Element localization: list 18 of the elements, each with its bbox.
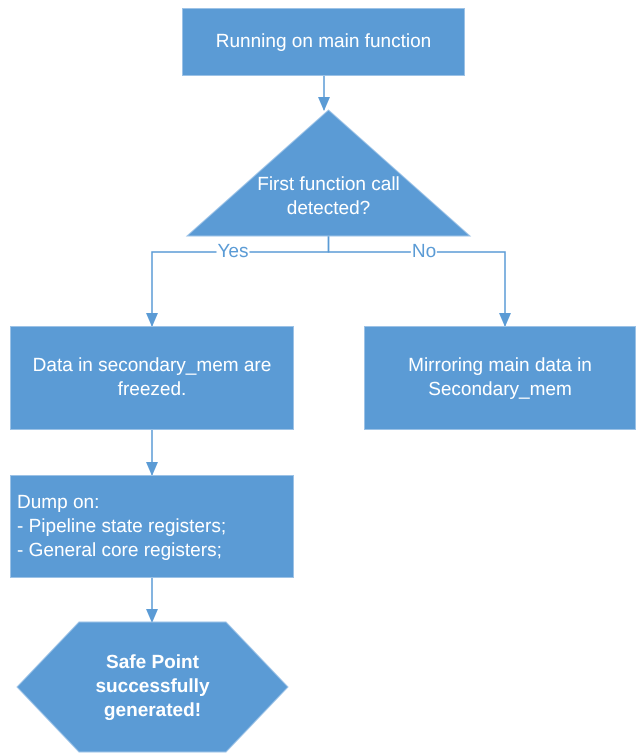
node-text: First function call detected?: [256, 173, 401, 221]
node-text: Running on main function: [214, 30, 432, 54]
arrow: [328, 236, 511, 327]
process-box: [364, 326, 636, 430]
process-box: [182, 8, 465, 76]
node-text: - Pipeline state registers;: [17, 514, 228, 538]
node-text: Mirroring main data in Secondary_mem: [407, 354, 593, 402]
arrow: [146, 578, 158, 623]
node-text: Dump on:: [17, 490, 100, 514]
process-box: [10, 475, 294, 578]
arrow: [318, 76, 330, 111]
node-text: Data in secondary_mem are freezed.: [32, 354, 272, 402]
node-text: - General core registers;: [17, 538, 223, 562]
node-text: Safe Point successfully generated!: [94, 651, 211, 723]
process-box: [10, 326, 294, 430]
decision-triangle: [187, 110, 470, 236]
arrow: [146, 430, 158, 476]
terminal-hexagon: [17, 622, 288, 752]
